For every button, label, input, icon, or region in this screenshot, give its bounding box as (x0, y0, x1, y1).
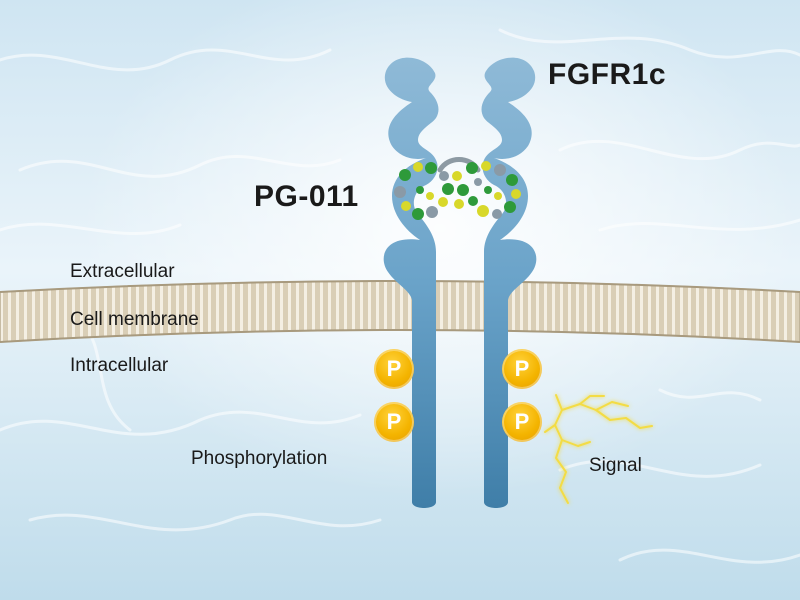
phosphate-badge-left-lower: P (374, 402, 414, 442)
phosphate-badge-right-upper: P (502, 349, 542, 389)
signal-label: Signal (589, 455, 642, 476)
ligand-molecule (394, 157, 521, 220)
receptor-label: FGFR1c (548, 58, 667, 91)
cell-membrane (0, 280, 800, 343)
intracellular-label: Intracellular (70, 355, 169, 376)
extracellular-label: Extracellular (70, 261, 175, 282)
receptor-chain-left (383, 57, 439, 509)
phosphorylation-label: Phosphorylation (191, 448, 328, 469)
phosphate-badge-left-upper: P (374, 349, 414, 389)
phosphate-badge-right-lower: P (502, 402, 542, 442)
ligand-label: PG-011 (254, 180, 359, 213)
cell-membrane-label: Cell membrane (70, 309, 199, 330)
signal-lightning (544, 394, 653, 504)
